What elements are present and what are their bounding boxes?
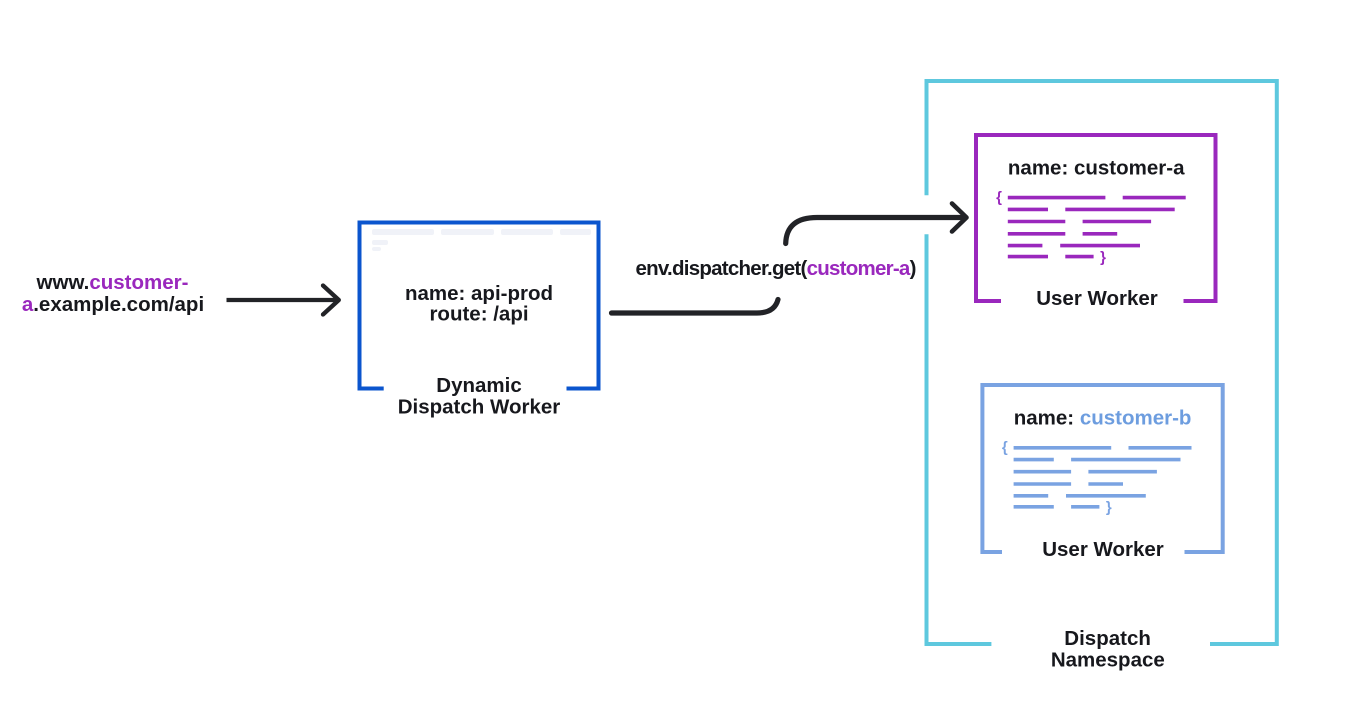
svg-text:}: } bbox=[1106, 499, 1112, 516]
svg-text:Dynamic: Dynamic bbox=[436, 374, 521, 397]
svg-text:name: customer-a: name: customer-a bbox=[1008, 156, 1185, 179]
svg-text:a.example.com/api: a.example.com/api bbox=[22, 293, 204, 316]
svg-text:User Worker: User Worker bbox=[1036, 287, 1158, 310]
svg-text:name: customer-b: name: customer-b bbox=[1014, 407, 1192, 430]
svg-text:{: { bbox=[996, 189, 1002, 206]
svg-text:www.customer-: www.customer- bbox=[36, 271, 189, 294]
svg-text:Dispatch: Dispatch bbox=[1064, 627, 1151, 650]
svg-text:Namespace: Namespace bbox=[1051, 649, 1165, 672]
svg-text:User Worker: User Worker bbox=[1042, 538, 1164, 561]
svg-text:env.dispatcher.get(customer-a): env.dispatcher.get(customer-a) bbox=[636, 257, 916, 280]
svg-text:Dispatch Worker: Dispatch Worker bbox=[398, 396, 561, 419]
svg-text:}: } bbox=[1100, 249, 1106, 266]
svg-text:{: { bbox=[1002, 439, 1008, 456]
svg-text:route: /api: route: /api bbox=[429, 303, 528, 326]
svg-text:name: api-prod: name: api-prod bbox=[405, 282, 553, 305]
